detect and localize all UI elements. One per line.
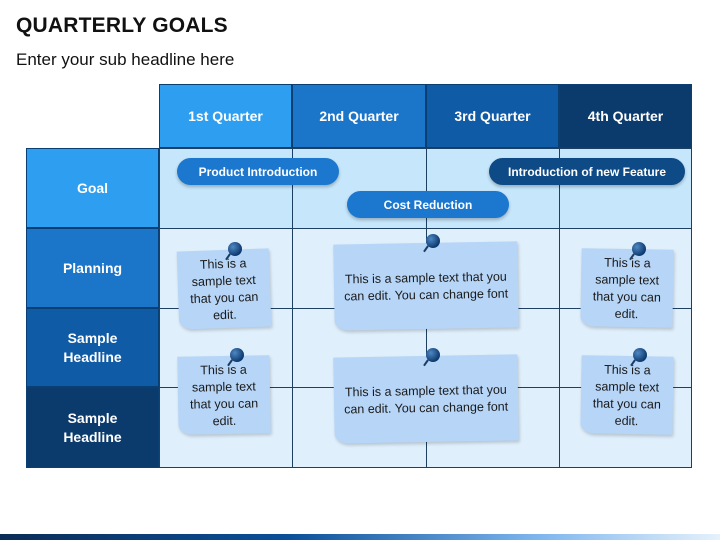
pushpin-icon bbox=[632, 242, 646, 256]
pushpin-icon bbox=[230, 348, 244, 362]
pushpin-icon bbox=[633, 348, 647, 362]
row-header-sample-1: Sample Headline bbox=[26, 308, 159, 387]
row-header-planning: Planning bbox=[26, 228, 159, 308]
page-subtitle: Enter your sub headline here bbox=[16, 50, 235, 69]
quarter-header-3: 3rd Quarter bbox=[426, 84, 559, 148]
footer-gradient-bar bbox=[0, 534, 720, 540]
row-header-goal: Goal bbox=[26, 148, 159, 228]
quarter-header-1: 1st Quarter bbox=[159, 84, 292, 148]
sticky-note-sample-q2: This is a sample text that you can edit.… bbox=[333, 354, 519, 444]
sticky-note-planning-q4: This is a sample text that you can edit. bbox=[580, 248, 674, 328]
goal-pill-cost-reduction: Cost Reduction bbox=[347, 191, 509, 218]
goal-pill-product-introduction: Product Introduction bbox=[177, 158, 339, 185]
quarter-header-2: 2nd Quarter bbox=[292, 84, 426, 148]
row-header-sample-2-label: Sample Headline bbox=[63, 409, 122, 445]
sticky-note-sample-q4: This is a sample text that you can edit. bbox=[580, 355, 674, 435]
pushpin-icon bbox=[426, 234, 440, 248]
pushpin-icon bbox=[228, 242, 242, 256]
sticky-note-sample-q1: This is a sample text that you can edit. bbox=[177, 355, 271, 435]
page-title: QUARTERLY GOALS bbox=[16, 14, 228, 37]
goal-pill-new-feature: Introduction of new Feature bbox=[489, 158, 685, 185]
row-header-sample-1-label: Sample Headline bbox=[63, 329, 122, 365]
row-header-sample-2: Sample Headline bbox=[26, 387, 159, 468]
pushpin-icon bbox=[426, 348, 440, 362]
sticky-note-planning-q2: This is a sample text that you can edit.… bbox=[333, 241, 519, 331]
quarter-header-4: 4th Quarter bbox=[559, 84, 692, 148]
sticky-note-planning-q1: This is a sample text that you can edit. bbox=[176, 248, 272, 330]
